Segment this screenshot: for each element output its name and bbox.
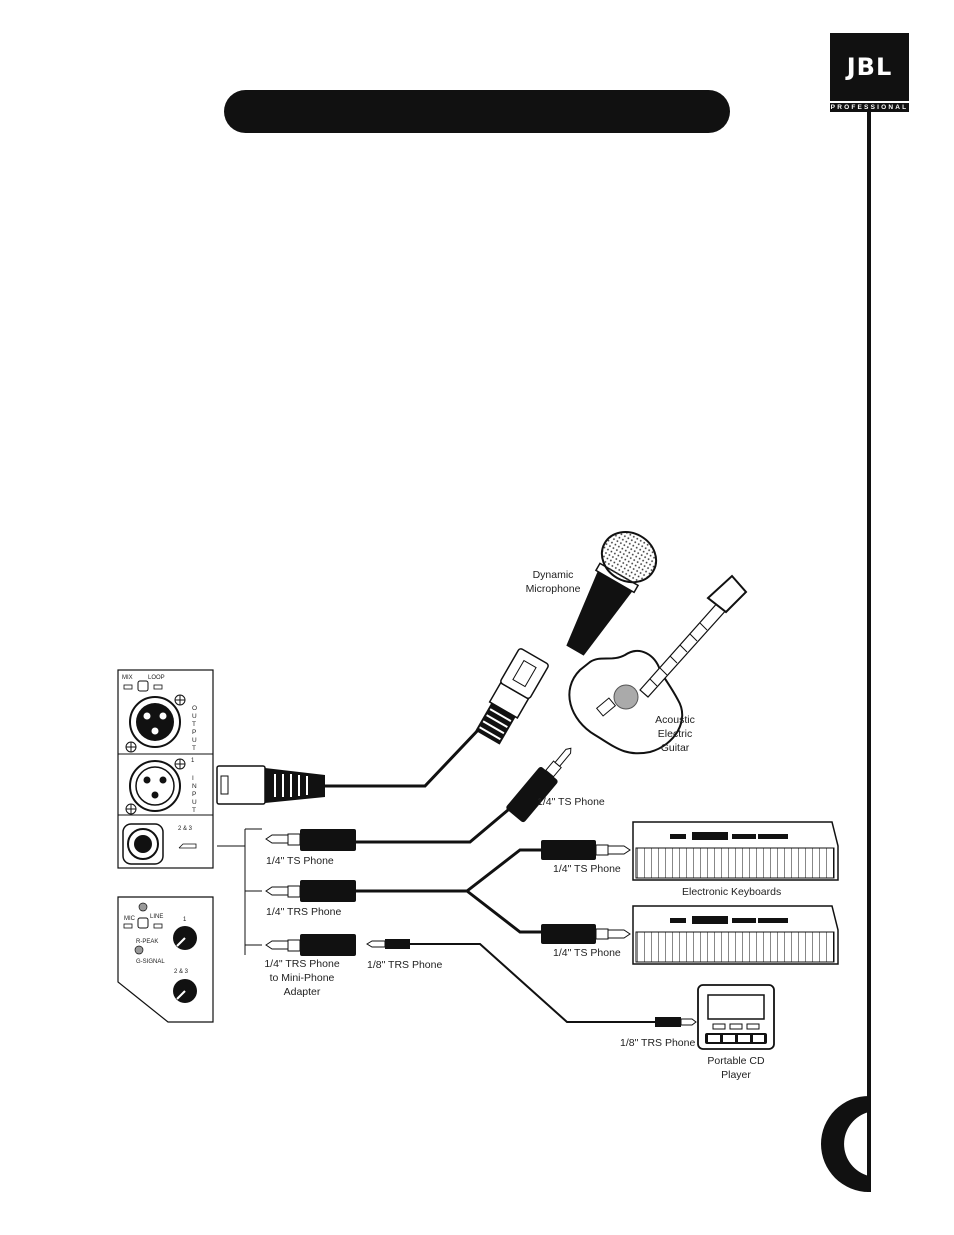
eighth-trs-cd-label: 1/8" TRS Phone (620, 1037, 696, 1049)
jbl-logo-subtitle: PROFESSIONAL (830, 103, 909, 112)
trs-plug-left (265, 880, 356, 902)
acoustic-guitar-label: Acoustic Electric Guitar (655, 714, 695, 754)
trs-phone-left-label: 1/4" TRS Phone (266, 906, 342, 918)
ts-phone-keyboard-1-label: 1/4" TS Phone (553, 863, 621, 875)
svg-text:I: I (192, 775, 194, 782)
ts-plug-keyboard-2 (541, 924, 631, 944)
ts-phone-guitar-label: 1/4" TS Phone (537, 796, 605, 808)
input-vertical-label: INP UT (192, 775, 197, 814)
svg-text:T: T (192, 807, 196, 814)
svg-text:P: P (192, 791, 196, 798)
mic-label: MIC (124, 916, 136, 922)
microphone-xlr-plug (475, 648, 549, 745)
svg-text:T: T (192, 721, 196, 728)
output-xlr-jack (129, 696, 181, 748)
input-xlr-jack (129, 760, 181, 812)
acoustic-electric-guitar (568, 574, 748, 755)
svg-text:U: U (192, 737, 197, 744)
svg-text:U: U (192, 799, 197, 806)
eighth-trs-mid-label: 1/8" TRS Phone (367, 959, 443, 971)
ts-phone-left-label: 1/4" TS Phone (266, 855, 334, 867)
svg-text:N: N (192, 783, 197, 790)
led-indicator (138, 902, 148, 912)
dynamic-microphone (566, 531, 658, 656)
svg-text:O: O (192, 705, 197, 712)
xlr-connector (216, 765, 325, 805)
svg-text:U: U (192, 713, 197, 720)
channel-23-label: 2 & 3 (178, 826, 193, 832)
ts-phone-keyboard-2-label: 1/4" TS Phone (553, 947, 621, 959)
mixer-front-panel (117, 896, 214, 1023)
keyboard-y-cable (356, 848, 541, 934)
guitar-cable (355, 808, 509, 844)
mix-label: MIX (122, 675, 133, 681)
line-label: LINE (150, 914, 163, 920)
screw-icon (174, 758, 186, 770)
electronic-keyboard-2 (632, 905, 839, 965)
quarter-inch-input-jack (122, 823, 164, 865)
gsignal-label: G-SIGNAL (136, 959, 165, 965)
eighth-inch-plug-mid (366, 939, 410, 949)
dynamic-microphone-label: Dynamic Microphone (525, 569, 581, 595)
knob-1-label: 1 (183, 917, 187, 923)
page-corner-arc (821, 1096, 869, 1192)
connection-bracket (217, 828, 262, 955)
jbl-logo-mark: JBL (830, 33, 909, 101)
trs-adapter-plug (265, 934, 356, 956)
cd-player-cable (410, 943, 655, 1023)
section-title-bar (224, 90, 730, 133)
ts-plug-left (265, 829, 356, 851)
screw-icon (125, 741, 137, 753)
channel-1-label: 1 (191, 758, 195, 764)
microphone-cable (325, 726, 482, 788)
trs-adapter-label: 1/4" TRS Phone to Mini-Phone Adapter (264, 958, 340, 998)
gain-knob-23 (173, 979, 197, 1003)
loop-label: LOOP (148, 675, 165, 681)
portable-cd-player (697, 984, 775, 1050)
screw-icon (174, 694, 186, 706)
side-rule (867, 112, 871, 1192)
screw-icon (125, 803, 137, 815)
portable-cd-label: Portable CD Player (707, 1055, 765, 1081)
jbl-logo: JBL PROFESSIONAL (830, 33, 909, 112)
ts-plug-keyboard-1 (541, 840, 631, 860)
svg-text:P: P (192, 729, 196, 736)
output-vertical-label: OUT PUT (192, 705, 197, 752)
mixer-rear-panel (117, 669, 214, 869)
eighth-inch-plug-cd (655, 1017, 697, 1027)
gain-knob-1 (173, 926, 197, 950)
guitar-ts-plug (506, 747, 572, 823)
knob-23-label: 2 & 3 (174, 969, 189, 975)
electronic-keyboard-1 (632, 821, 839, 881)
electronic-keyboards-label: Electronic Keyboards (682, 886, 782, 898)
svg-text:T: T (192, 745, 196, 752)
led-indicator (134, 945, 144, 955)
rpeak-label: R-PEAK (136, 939, 158, 945)
